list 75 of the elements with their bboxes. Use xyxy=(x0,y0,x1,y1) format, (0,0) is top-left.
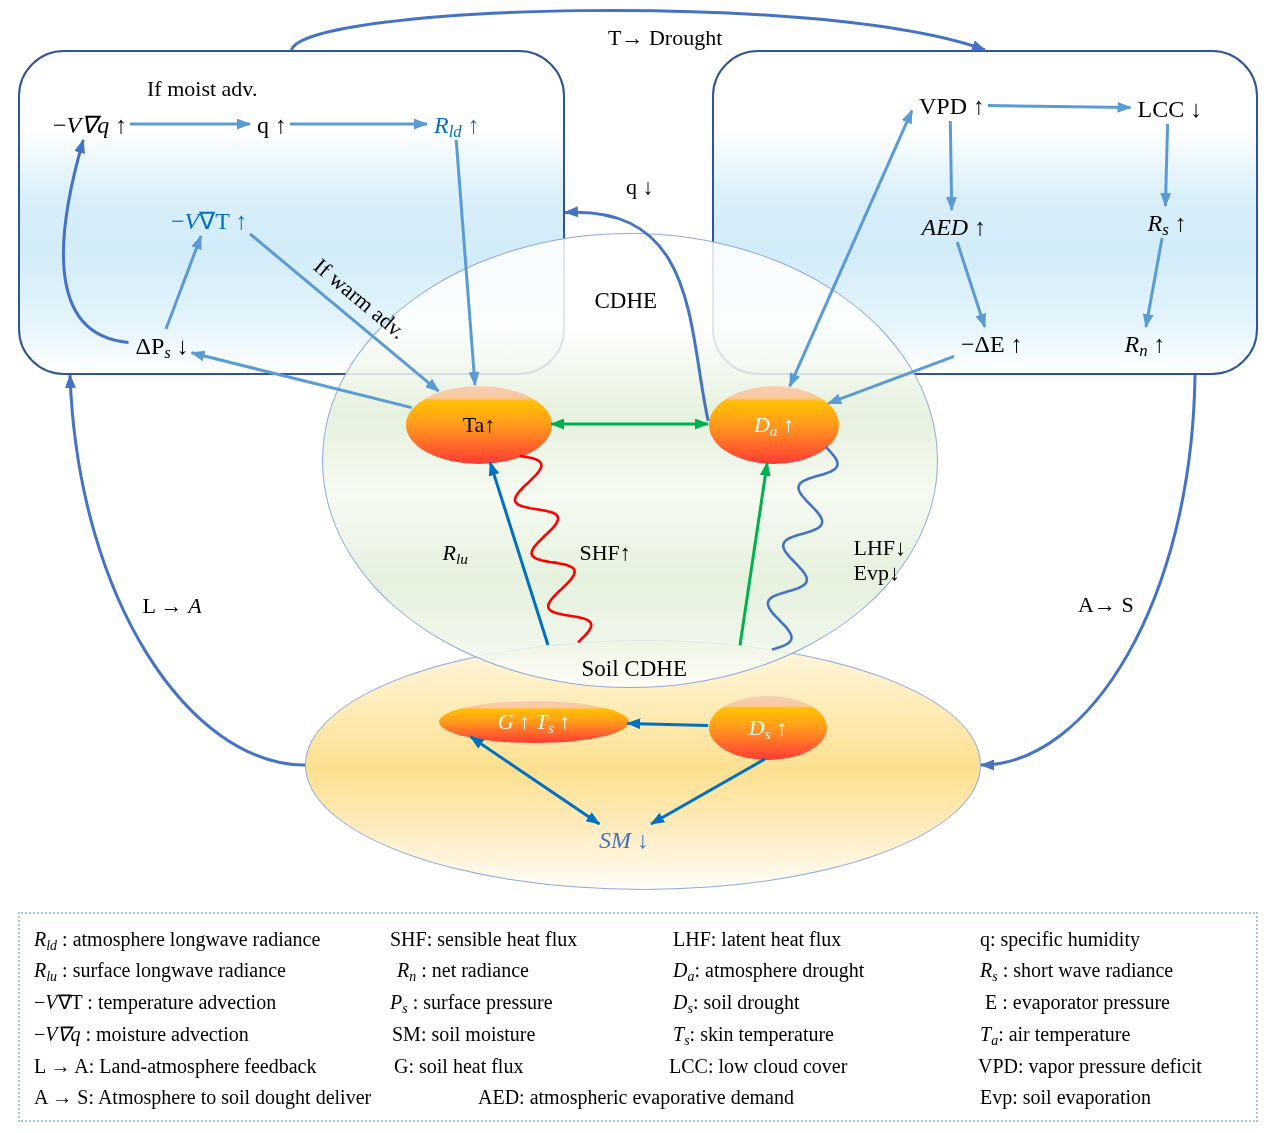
zone-title: Soil CDHE xyxy=(581,656,687,683)
arrow xyxy=(1142,237,1164,328)
definition-text: SM: soil moisture xyxy=(392,1022,536,1046)
definition-text: LHF: latent heat flux xyxy=(673,927,842,951)
definition-text: SHF: sensible heat flux xyxy=(390,927,578,951)
arrow xyxy=(626,718,709,730)
variable-label: R$_{ld}$ ↑ xyxy=(434,112,480,140)
arrow xyxy=(290,9,986,52)
definition-text: −V∇q : moisture advection xyxy=(34,1022,249,1046)
ellipse-node: Ta↑ xyxy=(406,386,552,464)
edge-label: If moist adv. xyxy=(147,75,258,101)
variable-label: VPD ↑ xyxy=(919,93,985,121)
arrow xyxy=(1160,123,1172,207)
edge-label: L → A xyxy=(142,592,202,618)
arrow xyxy=(190,350,413,410)
double-arrow xyxy=(550,418,709,430)
arrow xyxy=(454,139,480,386)
definition-text: −V∇T : temperature advection xyxy=(34,990,277,1014)
arrow xyxy=(980,374,1197,769)
variable-label: q ↑ xyxy=(257,112,287,140)
ellipse-node: G ↑ T$_{s}$ ↑ xyxy=(439,701,629,743)
definition-text: D$_{s}$: soil drought xyxy=(673,990,800,1014)
definition-text: VPD: vapor pressure deficit xyxy=(978,1054,1202,1078)
arrow xyxy=(130,118,251,130)
arrow xyxy=(249,232,440,393)
variable-label: R$_{n}$ ↑ xyxy=(1124,331,1166,359)
definition-text: A → S: Atmosphere to soil dought deliver xyxy=(34,1085,372,1109)
definition-text: P$_{s}$ : surface pressure xyxy=(390,990,553,1014)
definition-text: q: specific humidity xyxy=(980,927,1140,951)
edge-label: R$_{lu}$ xyxy=(442,539,468,565)
arrow xyxy=(164,235,203,330)
double-arrow xyxy=(469,735,601,826)
arrow xyxy=(987,101,1132,113)
variable-label: ΔP$_{s}$ ↓ xyxy=(135,333,189,361)
arrow xyxy=(290,118,428,130)
variable-label: −V∇T ↑ xyxy=(171,208,248,236)
arrow xyxy=(62,139,129,344)
arrow xyxy=(738,461,771,646)
arrow xyxy=(955,241,987,328)
definition-text: Evp: soil evaporation xyxy=(980,1085,1152,1109)
arrow xyxy=(488,461,550,646)
edge-label: A→ S xyxy=(1078,591,1134,617)
wavy-line xyxy=(513,454,593,644)
variable-label: SM ↓ xyxy=(599,827,649,855)
edge-label: SHF↑ xyxy=(579,539,631,565)
ellipse-node: D$_{s}$ ↑ xyxy=(709,696,827,760)
arrow xyxy=(946,120,957,211)
variable-label: −ΔE ↑ xyxy=(961,331,1023,359)
definition-text: R$_{ld}$ : atmosphere longwave radiance xyxy=(34,927,321,951)
definition-text: R$_{n}$ : net radiance xyxy=(397,958,529,982)
edge-label: T→ Drought xyxy=(608,24,723,50)
edge-label: LHF↓ Evp↓ xyxy=(853,534,907,586)
definition-text: L → A: Land-atmosphere feedback xyxy=(34,1054,317,1078)
definition-text: R$_{lu}$ : surface longwave radiance xyxy=(34,958,286,982)
definition-text: T$_{s}$: skin temperature xyxy=(673,1022,834,1046)
ellipse-node: D$_{a}$ ↑ xyxy=(709,386,839,464)
definition-text: AED: atmospheric evaporative demand xyxy=(478,1085,794,1109)
arrow xyxy=(827,355,955,405)
edge-label: q ↓ xyxy=(626,173,654,199)
variable-label: −V∇q ↑ xyxy=(53,112,128,140)
definition-text: G: soil heat flux xyxy=(394,1054,524,1078)
variable-label: LCC ↓ xyxy=(1137,96,1203,124)
arrow xyxy=(564,207,710,422)
definition-text: E : evaporator pressure xyxy=(985,990,1170,1014)
definition-text: T$_{a}$: air temperature xyxy=(980,1022,1131,1046)
arrow xyxy=(65,374,306,767)
zone-title: CDHE xyxy=(594,288,658,315)
arrow xyxy=(650,757,766,826)
definition-text: D$_{a}$: atmosphere drought xyxy=(673,958,865,982)
definition-text: LCC: low cloud cover xyxy=(669,1054,848,1078)
variable-label: R$_{s}$ ↑ xyxy=(1147,210,1187,238)
double-arrow xyxy=(788,109,914,388)
wavy-line xyxy=(766,446,839,651)
definition-text: R$_{s}$ : short wave radiance xyxy=(980,958,1174,982)
variable-label: AED ↑ xyxy=(921,214,987,242)
